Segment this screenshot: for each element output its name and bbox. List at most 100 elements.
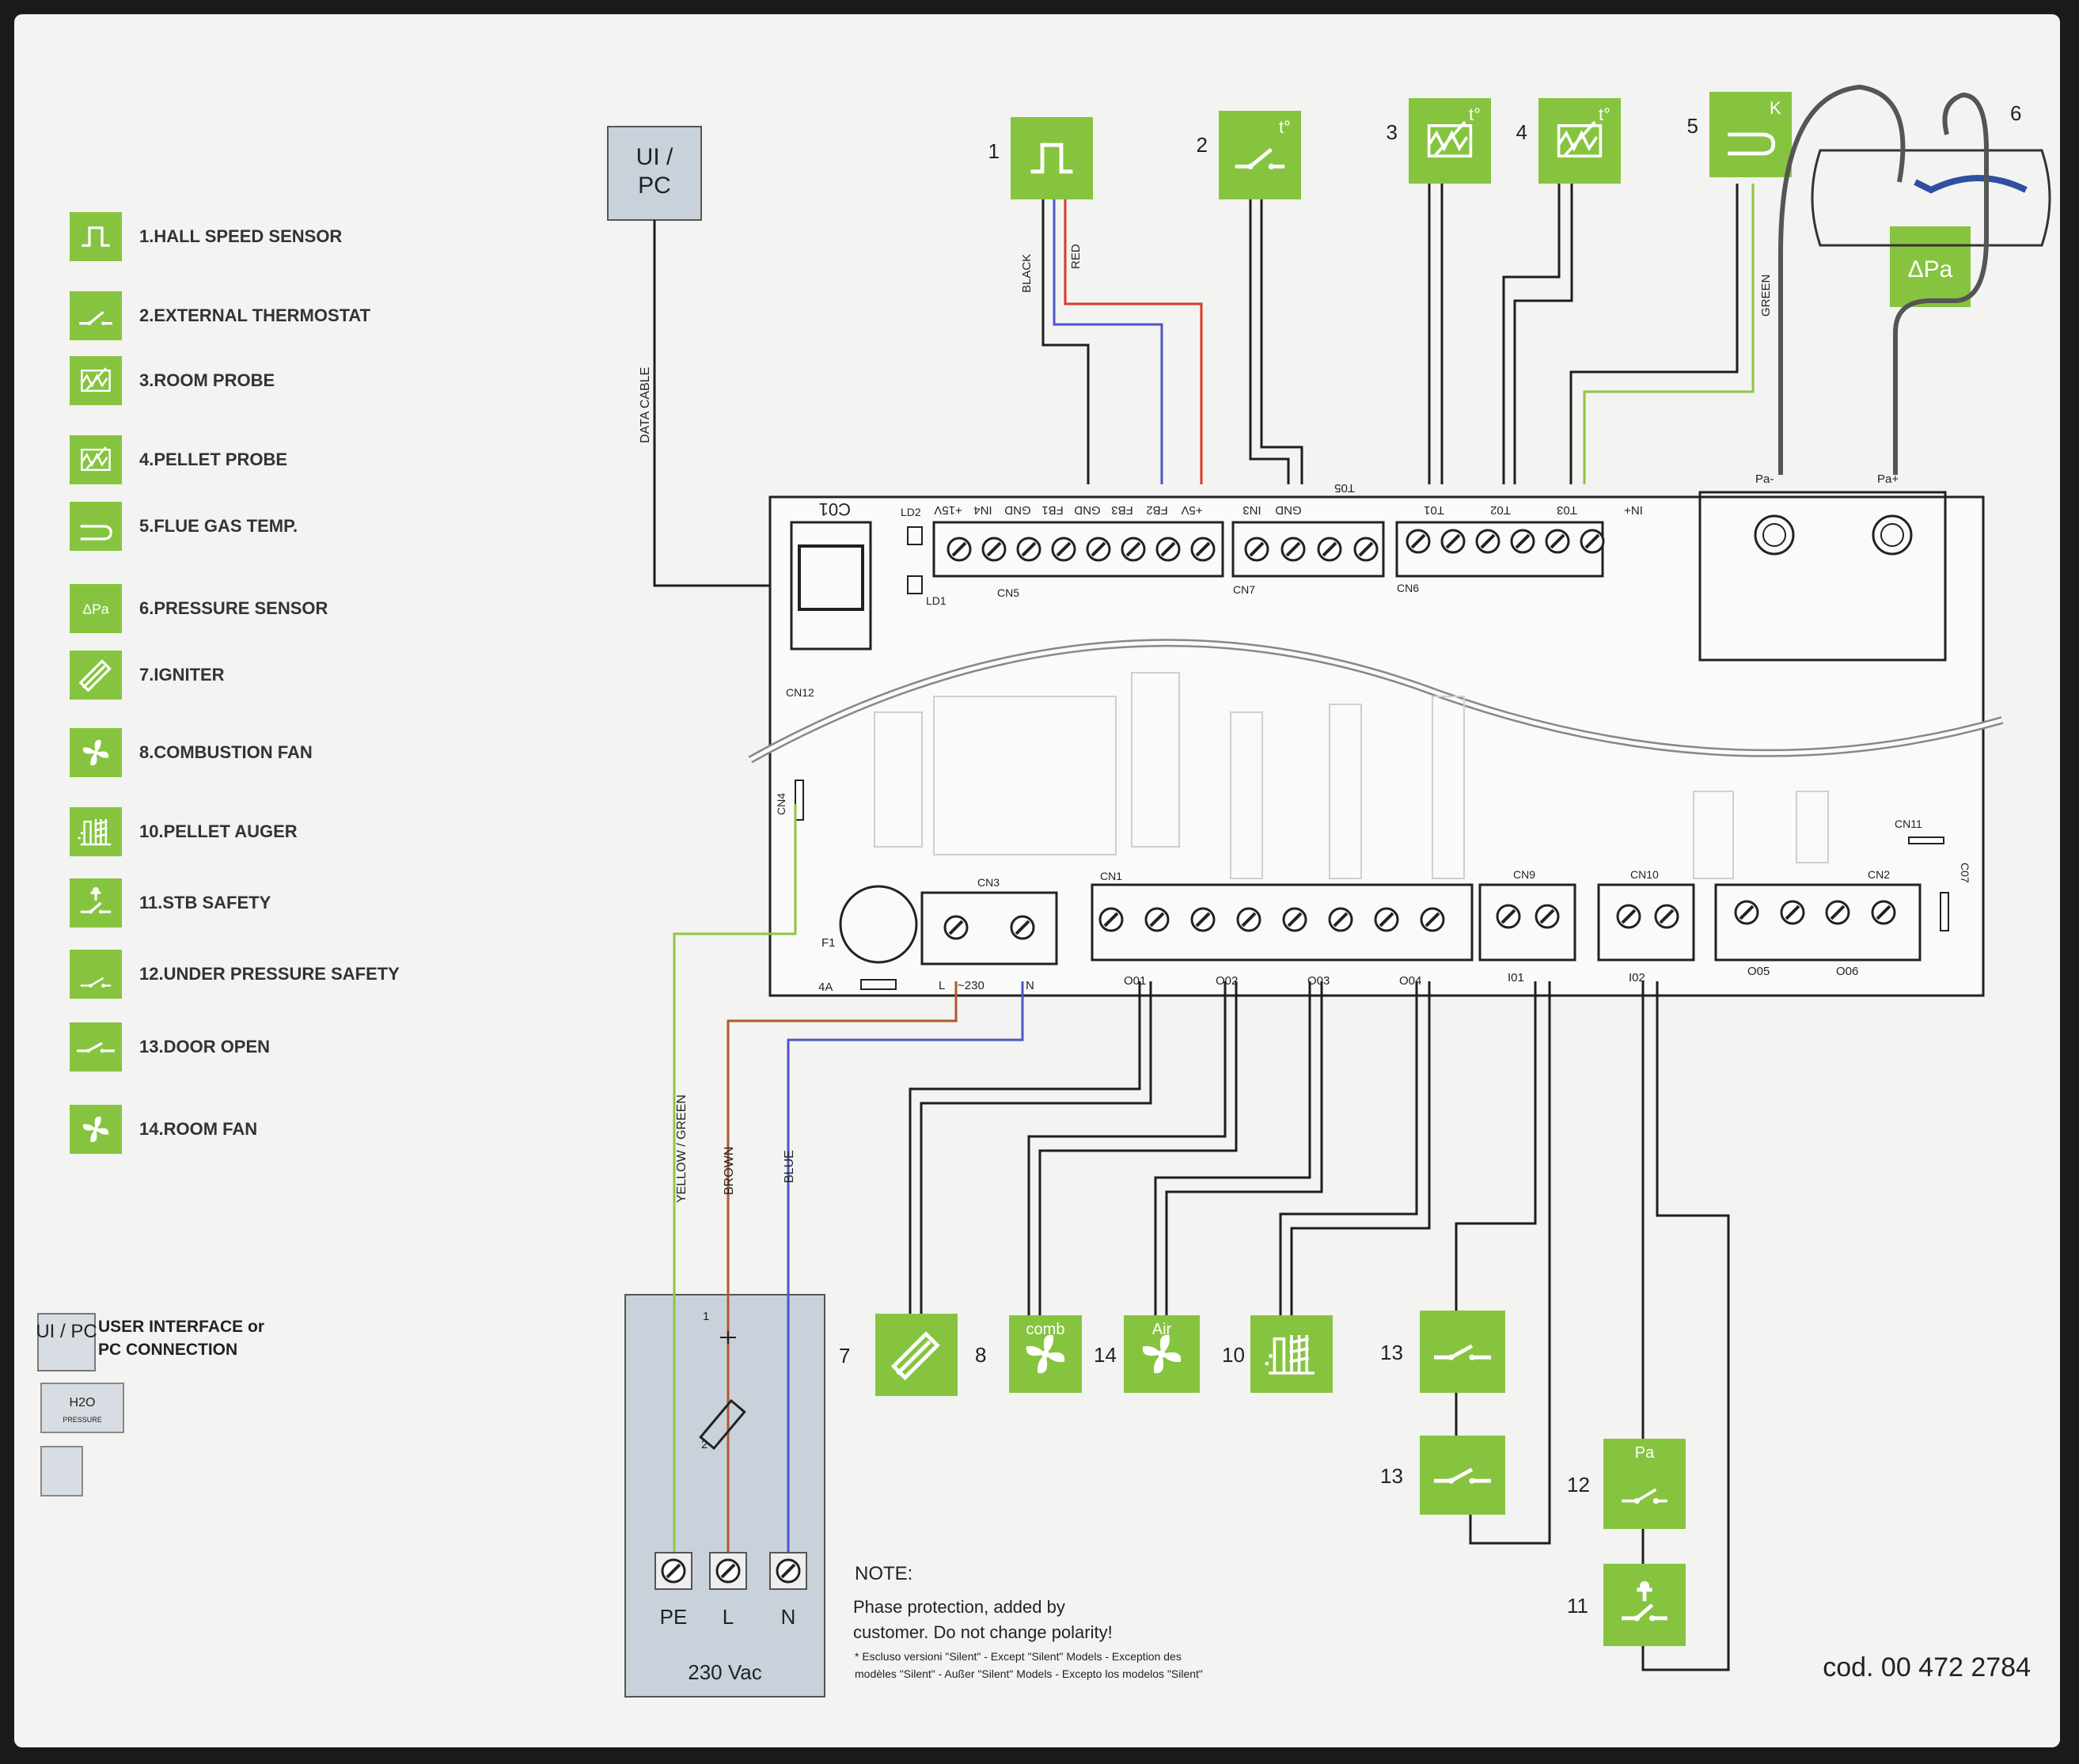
supply-voltage: 230 Vac (688, 1660, 761, 1684)
legend-item-label: 14.ROOM FAN (139, 1119, 257, 1139)
legend-item-label: 7.IGNITER (139, 665, 225, 685)
wire-2b (1260, 199, 1303, 484)
legend-item-label: 8.COMBUSTION FAN (139, 742, 313, 762)
legend-item-label: 5.FLUE GAS TEMP. (139, 516, 298, 536)
legend-item-label: 10.PELLET AUGER (139, 821, 298, 841)
h2o-legend-label: H2O (70, 1396, 96, 1409)
terminal-pin-label: FB3 (1111, 503, 1133, 517)
cn2-terminal (1714, 883, 1922, 962)
ld2-label: LD2 (901, 506, 921, 518)
thermocouple-icon (70, 502, 122, 551)
thermistor-icon (1538, 98, 1621, 184)
bottom-component: 13 (1380, 1436, 1505, 1515)
cn2-label: CN2 (1868, 868, 1890, 881)
top-wires: BLACK RED GREEN (1020, 184, 1773, 484)
legend-item: 5.FLUE GAS TEMP. (70, 502, 298, 551)
component-number: 14 (1094, 1343, 1117, 1367)
top-component: 3t° (1387, 98, 1491, 184)
output-label: O01 (1124, 974, 1146, 988)
ui-pc-legend-box (37, 1313, 96, 1371)
legend-item: 11.STB SAFETY (70, 878, 271, 928)
cn3-label: CN3 (977, 876, 1000, 889)
pressure-icon (70, 584, 122, 633)
cn7-label: CN7 (1233, 583, 1255, 596)
component-number: 7 (839, 1344, 850, 1368)
supply-box (624, 1294, 825, 1698)
cn3-terminal (920, 891, 1058, 965)
wire-blue (787, 981, 1024, 1563)
cn11-connector (1908, 836, 1944, 844)
component-number: 3 (1387, 120, 1398, 144)
cn10-terminal (1597, 883, 1695, 962)
c01-socket (790, 521, 872, 651)
data-cable-label: DATA CABLE (639, 367, 652, 443)
component-number: 13 (1380, 1464, 1403, 1488)
h2o-legend-sub: PRESSURE (63, 1416, 102, 1424)
stb-safety-icon (1603, 1564, 1686, 1646)
pressure-pipe (1778, 84, 2051, 475)
top-component: 2t° (1197, 111, 1301, 199)
component-number: 13 (1380, 1341, 1403, 1364)
terminal-pin-label: T01 (1424, 503, 1444, 517)
fuse-holder (839, 885, 918, 964)
legend-item: 13.DOOR OPEN (70, 1022, 270, 1072)
label-pe: PE (660, 1605, 688, 1629)
component-number: 12 (1567, 1473, 1590, 1497)
wire-yellow-green (673, 804, 797, 1563)
cn9-terminal (1478, 883, 1576, 962)
top-component: 4t° (1516, 98, 1621, 184)
supply-point-2: 2 (701, 1438, 708, 1451)
terminal-pin-label: GND (1004, 503, 1031, 517)
igniter-icon (875, 1314, 958, 1396)
component-number: 2 (1197, 133, 1208, 157)
thermostat-switch-icon (70, 291, 122, 340)
cn4-connector (795, 780, 804, 821)
component-number: 8 (975, 1343, 986, 1367)
cn1-terminal (1091, 883, 1474, 962)
note-block: NOTE: Phase protection, added by custome… (853, 1563, 1203, 1680)
component-sup: t° (1599, 104, 1610, 124)
door-switch-icon (1420, 1436, 1505, 1515)
fan-icon (1009, 1315, 1082, 1393)
cn3-pin-l: L (939, 979, 945, 992)
terminal-pin-label: IN3 (1242, 503, 1261, 517)
note-small2: modèles "Silent" - Außer "Silent" Models… (855, 1667, 1203, 1680)
component-sub: comb (1026, 1321, 1065, 1338)
output-label: O04 (1399, 974, 1421, 988)
terminal-pin-label: IN+ (1624, 503, 1643, 517)
led-ld1 (907, 575, 923, 594)
note-line1: Phase protection, added by (853, 1597, 1065, 1617)
legend-item-label: 4.PELLET PROBE (139, 450, 287, 469)
terminal-pin-label: +5V (1181, 503, 1202, 517)
thermistor-icon (1409, 98, 1491, 184)
legend-item-label: 3.ROOM PROBE (139, 370, 275, 390)
legend-item: 14.ROOM FAN (70, 1105, 257, 1154)
component-number: 6 (2010, 101, 2021, 125)
bottom-component: 8 comb (975, 1315, 1082, 1393)
terminal-pin-label: GND (1074, 503, 1101, 517)
component-sup: K (1770, 98, 1781, 118)
component-sub: Pa (1635, 1444, 1655, 1462)
pressure-switch-icon (70, 950, 122, 999)
input-i01-label: I01 (1508, 971, 1524, 984)
output-o06-label: O06 (1836, 965, 1858, 978)
terminal-pin-label: IN4 (973, 503, 992, 517)
legend-item: 7.IGNITER (70, 651, 225, 700)
square-pulse-icon (70, 212, 122, 261)
ui-pc-legend-text-2: PC CONNECTION (98, 1341, 237, 1359)
thermistor-icon (70, 435, 122, 484)
cn6-terminal (1395, 521, 1604, 578)
note-line2: customer. Do not change polarity! (853, 1622, 1113, 1642)
wire-label-yellow-green: YELLOW / GREEN (675, 1094, 689, 1203)
ui-pc-line1: UI / (636, 144, 673, 170)
pa-plus-label: Pa+ (1877, 472, 1899, 486)
legend-item-label: 13.DOOR OPEN (139, 1037, 270, 1057)
wire-4a (1502, 184, 1561, 484)
wire-2a (1249, 199, 1290, 484)
top-component: 1 (988, 117, 1093, 199)
